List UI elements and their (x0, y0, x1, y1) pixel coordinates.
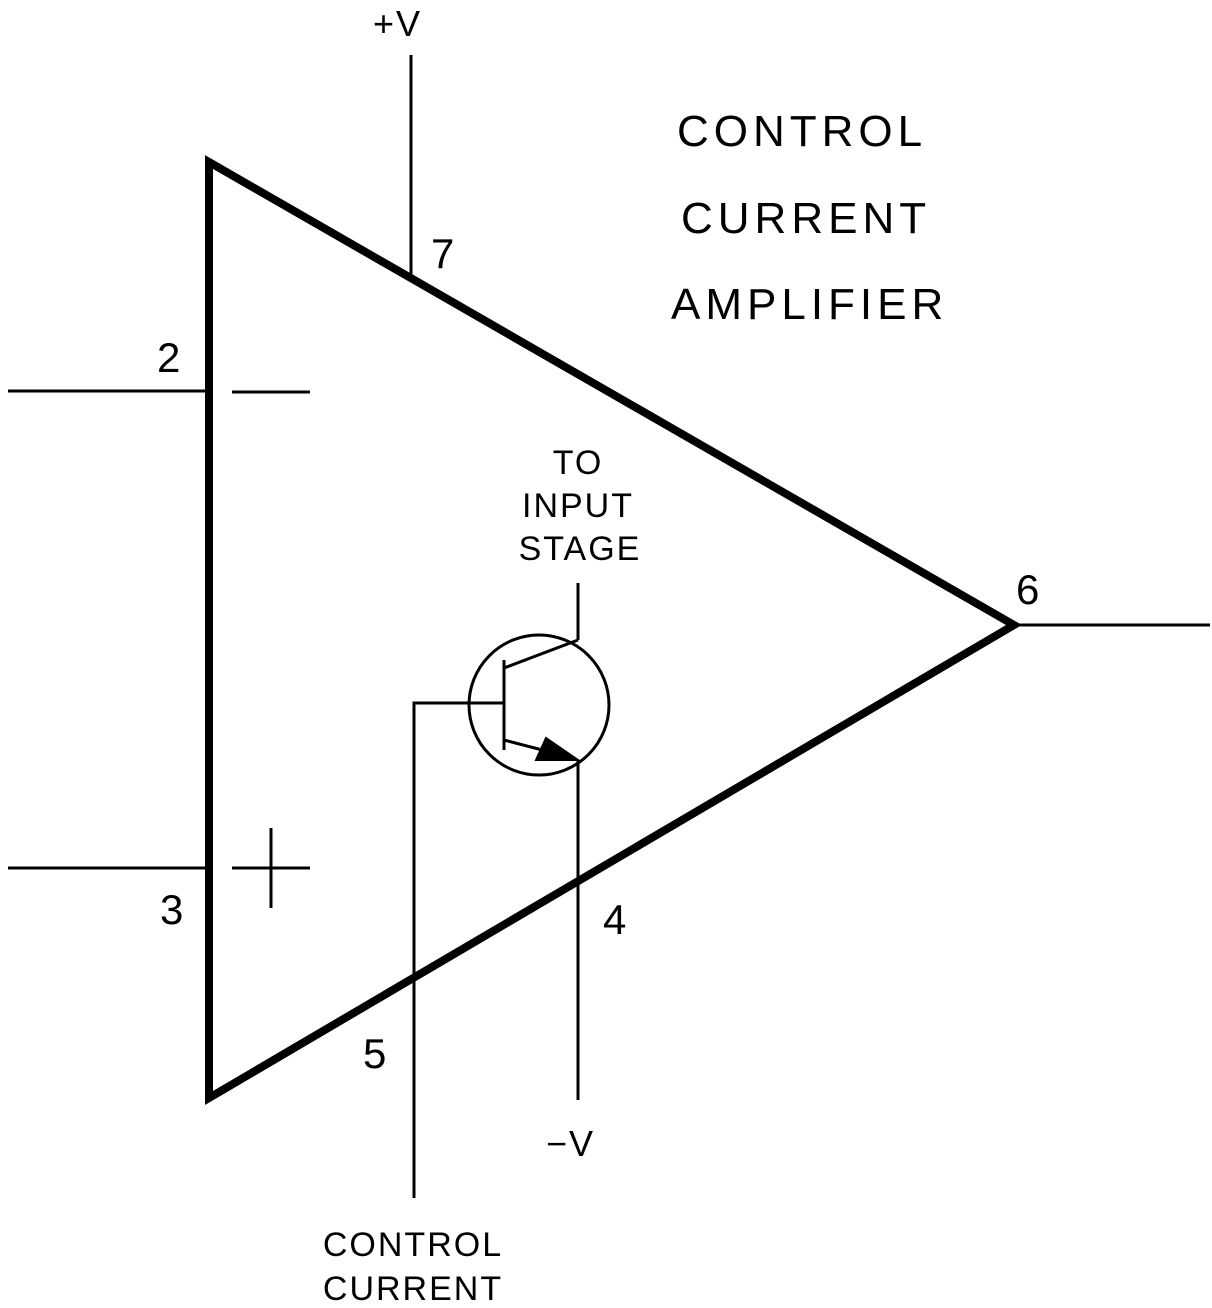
emitter-arrow (534, 736, 582, 761)
title-line-2: CURRENT (681, 194, 931, 243)
pin-3-label: 3 (160, 886, 183, 933)
amplifier-triangle (205, 155, 1022, 1105)
note-line-2: INPUT (522, 487, 634, 525)
negative-supply-label: −V (546, 1123, 595, 1164)
pin-4-label: 4 (603, 896, 626, 943)
transistor-circle (467, 633, 611, 777)
pin-6-label: 6 (1016, 566, 1039, 613)
pin-5-label: 5 (363, 1030, 386, 1077)
control-current-wire (412, 701, 504, 1198)
pin-2-label: 2 (157, 334, 180, 381)
note-line-3: STAGE (519, 530, 642, 568)
transistor-symbol (467, 583, 611, 1100)
control-label-line-1: CONTROL (323, 1226, 503, 1264)
pin-7-label: 7 (431, 230, 454, 277)
title-line-1: CONTROL (677, 107, 927, 156)
title-line-3: AMPLIFIER (671, 280, 948, 329)
plus-sign (232, 828, 310, 908)
transistor-collector (503, 638, 579, 670)
positive-supply-label: +V (373, 3, 422, 44)
control-label-line-2: CURRENT (323, 1270, 503, 1308)
note-line-1: TO (553, 444, 604, 482)
